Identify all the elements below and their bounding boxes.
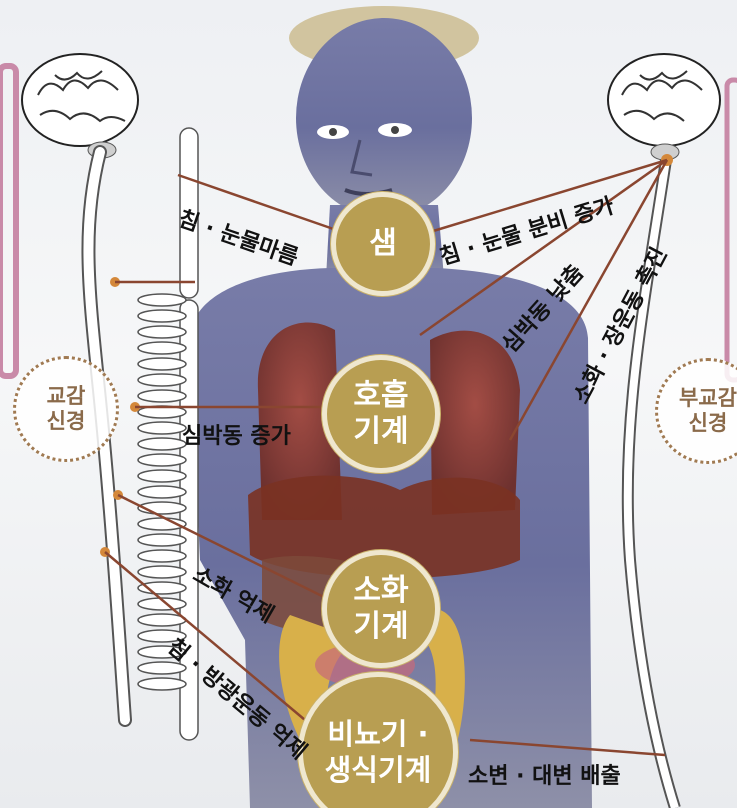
vertebra-disc bbox=[138, 534, 186, 546]
vertebra-disc bbox=[138, 310, 186, 322]
sympathetic-nerve-label: 교감 신경 bbox=[13, 356, 119, 462]
effect-excretion: 소변 · 대변 배출 bbox=[468, 758, 621, 790]
vertebra-disc bbox=[138, 422, 186, 434]
system-badge-respiratory: 호흡 기계 bbox=[322, 355, 440, 473]
system-badge-gland: 샘 bbox=[331, 192, 435, 296]
vertebra-disc bbox=[138, 486, 186, 498]
right-bracket bbox=[727, 80, 737, 380]
vertebra-disc bbox=[138, 342, 186, 354]
effect-heart-rate-increase: 심박동 증가 bbox=[182, 418, 291, 450]
vertebra-disc bbox=[138, 582, 186, 594]
vertebra-disc bbox=[138, 358, 186, 370]
vertebra-disc bbox=[138, 550, 186, 562]
vertebra-disc bbox=[138, 566, 186, 578]
vertebra-disc bbox=[138, 326, 186, 338]
vertebra-disc bbox=[138, 390, 186, 402]
vertebra-disc bbox=[138, 470, 186, 482]
vertebra-disc bbox=[138, 294, 186, 306]
vertebra-disc bbox=[138, 374, 186, 386]
vertebra-disc bbox=[138, 678, 186, 690]
left-bracket bbox=[0, 66, 16, 376]
brain-right bbox=[608, 54, 720, 160]
brain-left bbox=[22, 54, 138, 158]
vertebra-disc bbox=[138, 614, 186, 626]
vertebra-disc bbox=[138, 454, 186, 466]
system-badge-digestive: 소화 기계 bbox=[322, 550, 440, 668]
vertebra-disc bbox=[138, 438, 186, 450]
